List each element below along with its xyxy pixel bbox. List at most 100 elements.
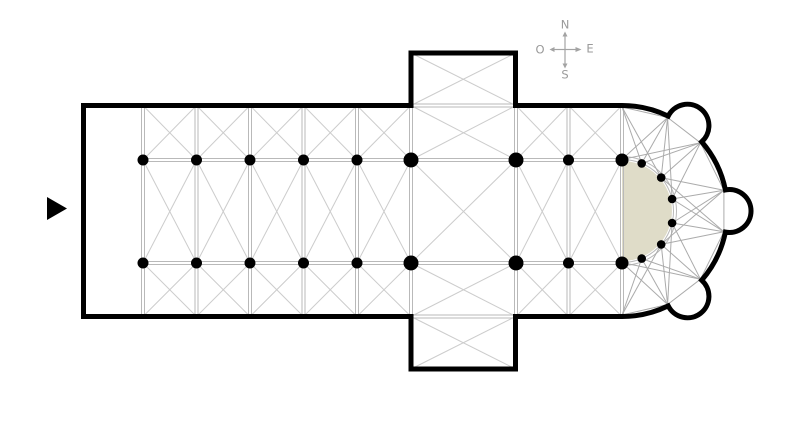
ambulatory-rib [660, 177, 725, 233]
vault-rib [142, 262, 197, 317]
wall-layer [81, 50, 754, 372]
crossing-pier-dot [403, 152, 419, 168]
column-dot [351, 154, 363, 166]
vault-rib [515, 262, 569, 317]
vault-rib [515, 159, 569, 264]
vault-rib [410, 262, 517, 317]
ambulatory-rib [660, 142, 701, 178]
vault-rib [568, 159, 623, 264]
hemicycle-column-dot [637, 159, 646, 168]
sanctuary-apse-fill [622, 161, 672, 261]
vault-rib [303, 105, 358, 161]
ambulatory-rib [672, 189, 724, 200]
vault-rib [410, 316, 516, 370]
compass-arrow-east [575, 47, 582, 52]
ambulatory-rib [621, 244, 662, 316]
column-dot [244, 154, 256, 166]
column-dot [298, 154, 309, 166]
vault-rib [356, 262, 412, 317]
ambulatory-rib [667, 117, 673, 200]
ambulatory-rib [667, 222, 673, 305]
apse-chord-pier-dot [615, 153, 629, 167]
vault-rib [568, 105, 623, 161]
vault-rib [410, 52, 516, 106]
ambulatory-rib [621, 117, 668, 160]
hemicycle-column-dot [656, 240, 666, 249]
ambulatory-rib [671, 198, 725, 233]
ambulatory-layer [621, 106, 725, 316]
compass-arrow-north [562, 31, 568, 37]
vault-diagonal-layer [142, 52, 623, 370]
ambulatory-rib [641, 142, 701, 164]
vault-rib [142, 159, 197, 264]
vault-rib [356, 159, 412, 264]
vault-rib [410, 159, 517, 264]
vault-rib [196, 159, 251, 264]
ambulatory-rib [641, 117, 669, 164]
ambulatory-rib [672, 222, 724, 233]
vault-rib [196, 262, 251, 317]
crossing-pier-dot [403, 255, 419, 271]
compass-label-east: E [586, 41, 594, 56]
column-dot [563, 257, 574, 269]
vault-rib [303, 159, 358, 264]
ambulatory-rib [671, 189, 725, 224]
column-dot [137, 257, 149, 269]
entrance-layer [47, 197, 67, 220]
ambulatory-rib [641, 258, 669, 305]
ambulatory-rib [660, 117, 669, 178]
sanctuary-layer [622, 161, 672, 261]
vault-rib [249, 159, 304, 264]
ambulatory-wall-chord [700, 142, 725, 191]
column-dot [563, 154, 574, 166]
ambulatory-wall-chord [667, 278, 701, 305]
column-layer [137, 152, 677, 271]
vault-rib [568, 262, 623, 317]
crossing-pier-dot [508, 255, 524, 271]
apse-chord-pier-dot [615, 256, 629, 270]
compass-rose-icon [549, 31, 582, 69]
vault-rib [142, 105, 197, 161]
column-dot [191, 257, 202, 269]
column-dot [137, 154, 149, 166]
ambulatory-rib [621, 262, 701, 280]
hemicycle-column-dot [667, 194, 677, 204]
hemicycle-column-dot [656, 173, 666, 182]
crossing-pier-dot [508, 152, 524, 168]
compass-arrow-west [549, 47, 555, 52]
vault-rib [249, 105, 304, 161]
vault-rib [196, 105, 251, 161]
church-outline-wall [81, 50, 754, 372]
ambulatory-rib [621, 262, 668, 305]
ambulatory-wall-chord [621, 304, 668, 316]
ambulatory-wall-chord [700, 231, 725, 280]
hemicycle-column-dot [637, 254, 646, 263]
column-dot [351, 257, 363, 269]
compass-label-north: N [560, 17, 570, 32]
structural-line-layer [141, 103, 624, 319]
column-dot [298, 257, 309, 269]
compass-arrow-south [562, 63, 568, 69]
ambulatory-rib [621, 142, 701, 160]
entrance-arrow-marker [47, 197, 67, 220]
ambulatory-wall-chord [621, 106, 668, 118]
compass-label-west: O [535, 42, 545, 57]
ambulatory-rib [621, 258, 643, 316]
ambulatory-rib [671, 142, 701, 200]
column-dot [244, 257, 256, 269]
vault-rib [410, 105, 517, 161]
column-dot [191, 154, 202, 166]
ambulatory-rib [671, 222, 701, 280]
hemicycle-column-dot [667, 218, 677, 228]
compass-label-south: S [561, 67, 569, 82]
ambulatory-rib [621, 106, 643, 164]
ambulatory-rib [660, 244, 701, 280]
vault-rib [356, 105, 412, 161]
vault-rib [303, 262, 358, 317]
vault-rib [515, 105, 569, 161]
ambulatory-rib [661, 231, 724, 245]
ambulatory-rib [661, 177, 724, 191]
ambulatory-rib [621, 106, 662, 178]
